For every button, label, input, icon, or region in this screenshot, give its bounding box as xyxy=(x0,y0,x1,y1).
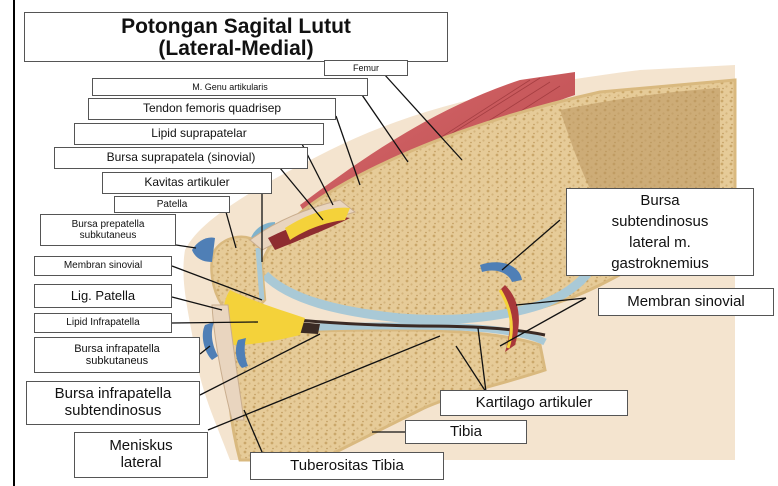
label-kavitas-artikuler: Kavitas artikuler xyxy=(102,172,272,194)
label-bursa-infrapatella-subtendinosus: Bursa infrapatella subtendinosus xyxy=(26,381,200,425)
label-tibia: Tibia xyxy=(405,420,527,444)
label-lig-patella: Lig. Patella xyxy=(34,284,172,308)
label-m-genu-artikularis: M. Genu artikularis xyxy=(92,78,368,96)
label-patella: Patella xyxy=(114,196,230,213)
label-tendon-quadrisep: Tendon femoris quadrisep xyxy=(88,98,336,120)
label-membran-sinovial-left: Membran sinovial xyxy=(34,256,172,276)
title-line-2: (Lateral-Medial) xyxy=(25,38,447,60)
label-femur: Femur xyxy=(324,60,408,76)
label-bursa-prepatella: Bursa prepatella subkutaneus xyxy=(40,214,176,246)
label-meniskus-lateral: Meniskus lateral xyxy=(74,432,208,478)
title-line-1: Potongan Sagital Lutut xyxy=(25,16,447,38)
label-lipid-suprapatelar: Lipid suprapatelar xyxy=(74,123,324,145)
label-bursa-subtendinosus-gastroknemius: Bursa subtendinosus lateral m. gastrokne… xyxy=(566,188,754,276)
label-lipid-infrapatella: Lipid Infrapatella xyxy=(34,313,172,333)
label-bursa-infrapatella-subkutaneus: Bursa infrapatella subkutaneus xyxy=(34,337,200,373)
label-bursa-suprapatela: Bursa suprapatela (sinovial) xyxy=(54,147,308,169)
label-kartilago-artikuler: Kartilago artikuler xyxy=(440,390,628,416)
label-membran-sinovial-right: Membran sinovial xyxy=(598,288,774,316)
label-tuberositas-tibia: Tuberositas Tibia xyxy=(250,452,444,480)
diagram-title: Potongan Sagital Lutut (Lateral-Medial) xyxy=(24,12,448,62)
